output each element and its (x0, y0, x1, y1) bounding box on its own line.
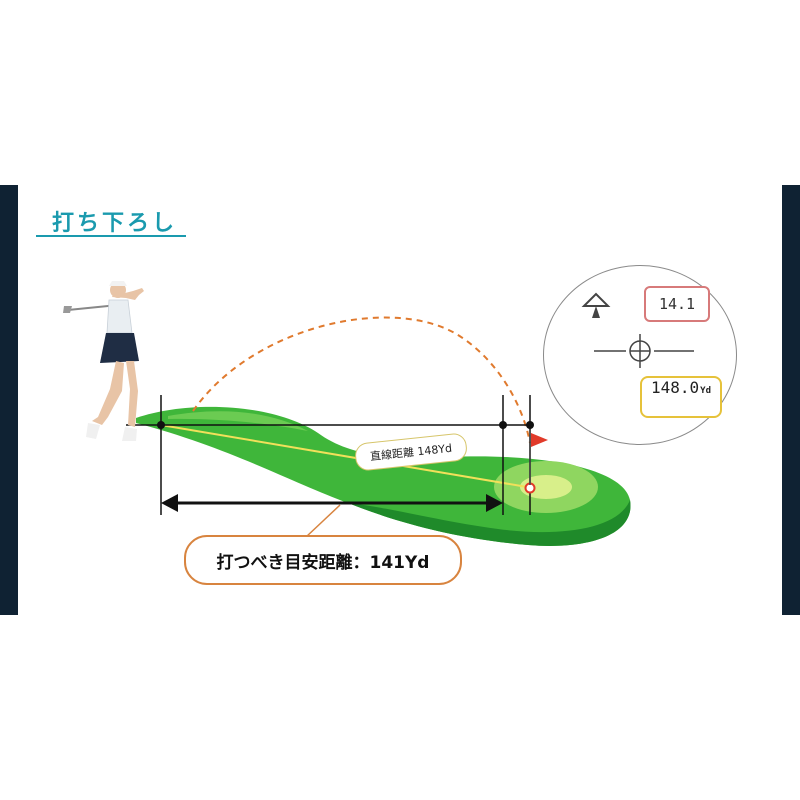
angle-readout: 14.1 (644, 286, 710, 322)
flag-icon (531, 433, 548, 447)
angle-icon (581, 292, 611, 318)
end-point (499, 421, 507, 429)
rangefinder-view: 14.1 148.0 Yd (543, 265, 737, 445)
heading-underline (36, 235, 186, 237)
fairway-shade (348, 500, 631, 546)
green-center (520, 475, 572, 499)
slope-line (160, 424, 534, 489)
arrow-head-right (486, 494, 503, 512)
scene-panel: 打ち下ろし 直線距離 148Yd 打つべき目安距離：141Yd 14.1 (0, 185, 800, 615)
target-distance-label: 打つべき目安距離：141Yd (184, 535, 462, 585)
fairway-highlight (168, 411, 308, 431)
golfer-figure (63, 281, 144, 441)
crosshair-icon (594, 334, 694, 368)
distance-value: 148.0 (650, 378, 700, 397)
distance-unit: Yd (700, 386, 711, 396)
arrow-head-left (161, 494, 178, 512)
scene-canvas: 打ち下ろし 直線距離 148Yd 打つべき目安距離：141Yd 14.1 (18, 185, 782, 615)
distance-readout: 148.0 Yd (640, 376, 722, 418)
flag-top-point (526, 421, 534, 429)
scope-graphics (581, 292, 694, 368)
start-point (157, 421, 165, 429)
heading: 打ち下ろし (52, 211, 178, 236)
label-connector (305, 504, 341, 538)
ball-trajectory (192, 316, 531, 444)
course-illustration (63, 281, 631, 546)
